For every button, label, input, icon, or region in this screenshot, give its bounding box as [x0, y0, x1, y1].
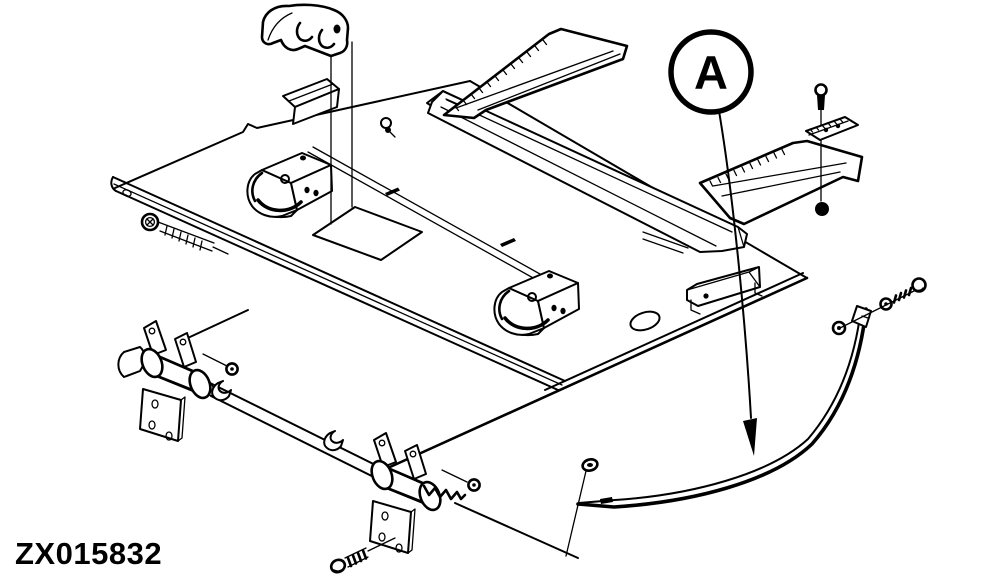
axle-clip-rear [323, 430, 344, 452]
rod-washers [831, 297, 893, 336]
rod-grommet [565, 458, 599, 557]
deflector-rod-curved [576, 307, 868, 509]
callout-circle [668, 29, 754, 115]
callout-a[interactable]: A [668, 29, 757, 456]
left-rail-wing [442, 27, 629, 120]
spring [422, 484, 467, 501]
callout-arrowhead-icon [743, 418, 757, 456]
eyelet-hook-icon [380, 117, 396, 138]
plate-slot-marks [385, 187, 516, 247]
callout-leader-line [718, 110, 752, 419]
axle-washer-front [225, 362, 239, 376]
mount-screw-left [140, 212, 229, 255]
saddle-clamp-front [245, 151, 334, 219]
drawing-code-label: ZX015832 [15, 536, 162, 571]
bottom-screw [329, 537, 396, 574]
plate-oval-hole [629, 310, 661, 332]
alignment-track [307, 146, 566, 294]
rod-bracket-tab [851, 305, 872, 328]
right-rail-wing [698, 139, 864, 226]
pin-ball [815, 202, 829, 216]
u-channel-bracket [686, 266, 763, 315]
axle-clip-front [211, 380, 232, 402]
serrated-clip-plate [805, 116, 859, 141]
main-plate [114, 80, 809, 469]
cross-rail [426, 90, 748, 254]
front-edge-strip [110, 176, 566, 391]
channel-bracket-piece [282, 78, 340, 125]
pivot-bracket-front [117, 319, 228, 443]
cap-clamp [260, 3, 350, 58]
axle-washer-rear [467, 478, 481, 492]
saddle-clamp-rear [492, 269, 581, 337]
pivot-bracket-rear [366, 431, 468, 555]
cap-alignment-lines [330, 41, 353, 225]
callout-letter: A [694, 46, 728, 99]
plate-cutout [312, 206, 423, 261]
